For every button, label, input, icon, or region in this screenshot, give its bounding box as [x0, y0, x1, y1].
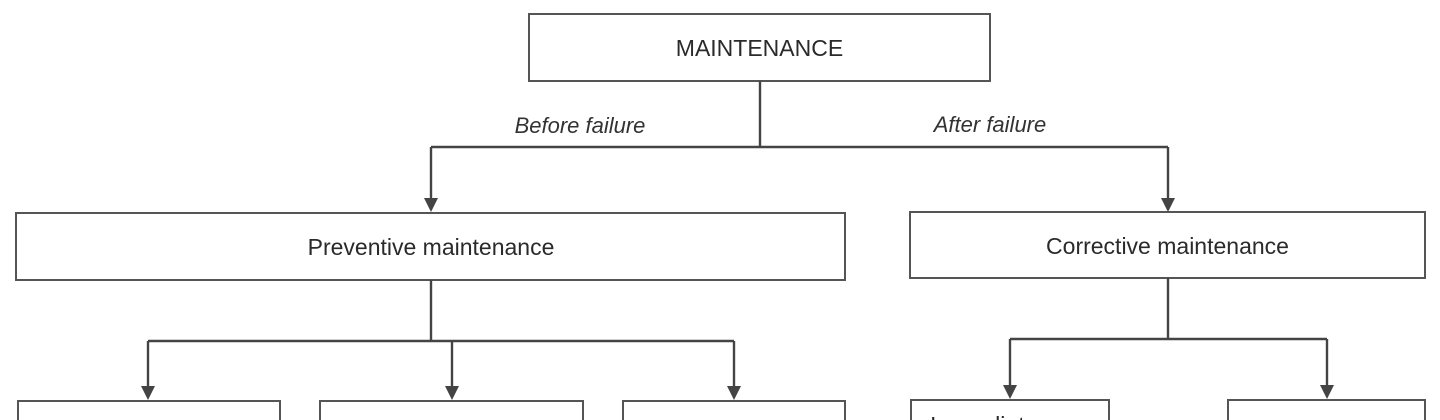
corrective-child-1-box [910, 399, 1110, 420]
corrective-maintenance-label: Corrective maintenance [1046, 233, 1289, 259]
corrective-child-1-label: Immediate [930, 412, 1037, 420]
preventive-child-1-arrowhead [141, 386, 155, 400]
after-failure-label: After failure [932, 112, 1047, 137]
preventive-maintenance-label: Preventive maintenance [308, 234, 555, 260]
corrective-maintenance-node: Corrective maintenance [909, 211, 1426, 279]
preventive-child-1-box [17, 400, 281, 420]
corrective-child-1-node: Immediate [910, 399, 1110, 420]
root-node-label: MAINTENANCE [676, 35, 843, 61]
corrective-child-2-arrowhead [1320, 385, 1334, 399]
preventive-child-3-arrowhead [727, 386, 741, 400]
preventive-child-2-box [319, 400, 584, 420]
root-node: MAINTENANCE [528, 13, 991, 82]
corrective-child-2-box [1227, 399, 1426, 420]
preventive-child-2-arrowhead [445, 386, 459, 400]
root-node-box [528, 13, 991, 82]
corrective-child-1-arrowhead [1003, 385, 1017, 399]
preventive-child-3-box [622, 400, 846, 420]
preventive-maintenance-node: Preventive maintenance [15, 212, 846, 281]
before-failure-label: Before failure [515, 113, 646, 138]
after-branch-arrowhead [1161, 198, 1175, 212]
before-branch-arrowhead [424, 198, 438, 212]
corrective-maintenance-box [909, 211, 1426, 279]
